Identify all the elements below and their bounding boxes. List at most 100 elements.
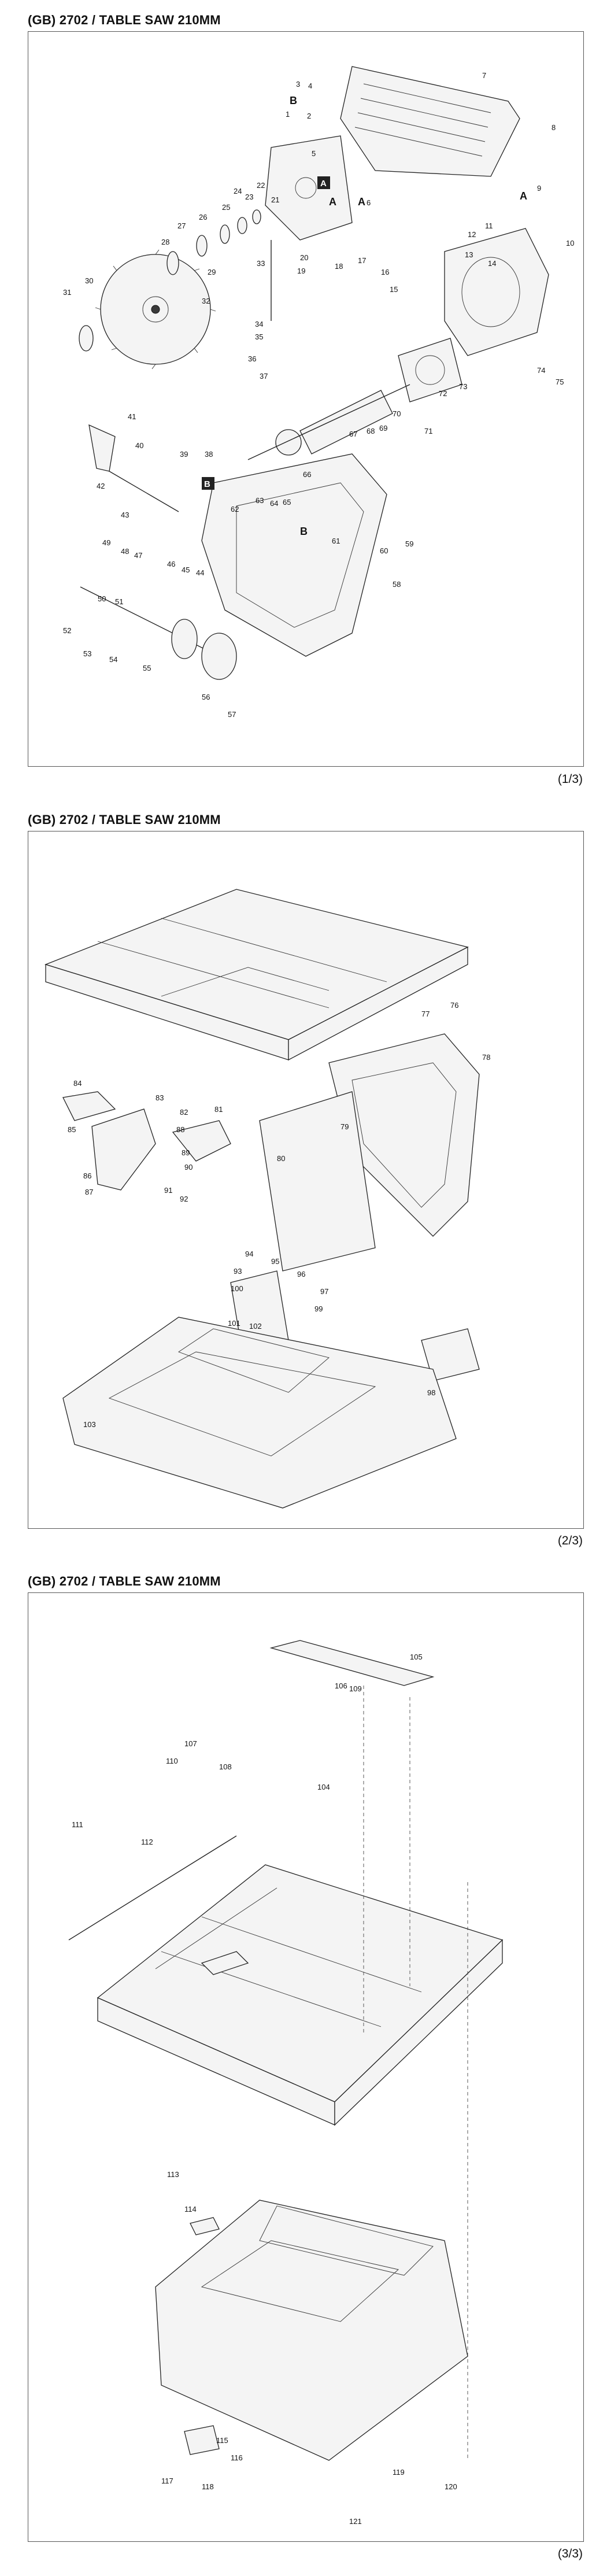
svg-text:25: 25 [222, 203, 230, 212]
switch-box [421, 1328, 480, 1381]
svg-text:60: 60 [380, 546, 388, 555]
ref-a-3: A [358, 196, 365, 208]
svg-text:37: 37 [260, 372, 268, 380]
svg-text:71: 71 [424, 427, 432, 435]
svg-text:56: 56 [202, 693, 210, 701]
svg-text:11: 11 [485, 221, 493, 230]
svg-text:19: 19 [297, 267, 305, 275]
svg-text:55: 55 [143, 664, 151, 672]
svg-text:68: 68 [367, 427, 375, 435]
svg-text:31: 31 [63, 288, 71, 297]
rail [269, 1640, 435, 1686]
svg-text:94: 94 [245, 1250, 253, 1258]
svg-text:21: 21 [271, 195, 279, 204]
svg-text:92: 92 [180, 1195, 188, 1203]
svg-text:35: 35 [255, 332, 263, 341]
svg-text:47: 47 [134, 551, 142, 560]
svg-text:33: 33 [257, 259, 265, 268]
svg-text:5: 5 [312, 149, 316, 158]
motor-housing [444, 228, 549, 356]
svg-text:79: 79 [340, 1122, 349, 1131]
svg-text:15: 15 [390, 285, 398, 294]
svg-text:14: 14 [488, 259, 496, 268]
sheet-2-title: (GB) 2702 / TABLE SAW 210MM [28, 812, 221, 827]
svg-text:49: 49 [102, 538, 110, 547]
svg-text:63: 63 [256, 496, 264, 505]
svg-text:114: 114 [184, 2205, 197, 2213]
saw-blade [95, 249, 216, 369]
svg-text:115: 115 [216, 2436, 228, 2445]
svg-text:7: 7 [482, 71, 486, 80]
svg-text:106: 106 [335, 1681, 347, 1690]
svg-text:120: 120 [445, 2482, 457, 2491]
svg-text:52: 52 [63, 626, 71, 635]
base [62, 1317, 457, 1509]
svg-text:93: 93 [234, 1267, 242, 1276]
svg-text:54: 54 [109, 655, 117, 664]
sheet-1-diagram: B A A A A B B 3 1 2 5 4 6 7 8 9 10 11 12… [28, 31, 584, 767]
blade-guard [340, 66, 520, 177]
ref-b-2: B [300, 526, 308, 537]
svg-text:82: 82 [180, 1108, 188, 1117]
svg-text:18: 18 [335, 262, 343, 271]
svg-text:62: 62 [231, 505, 239, 513]
svg-text:50: 50 [98, 594, 106, 603]
svg-text:101: 101 [228, 1319, 240, 1328]
svg-text:83: 83 [156, 1093, 164, 1102]
svg-text:34: 34 [255, 320, 263, 328]
lock-lever [88, 424, 116, 472]
ref-box-b: B [204, 479, 210, 489]
svg-text:74: 74 [537, 366, 545, 375]
svg-text:27: 27 [177, 221, 186, 230]
svg-text:78: 78 [482, 1053, 490, 1062]
base-3 [155, 2200, 468, 2461]
miter-gauge [62, 1091, 156, 1191]
svg-text:28: 28 [161, 238, 169, 246]
svg-text:89: 89 [182, 1148, 190, 1157]
svg-text:24: 24 [234, 187, 242, 195]
svg-text:118: 118 [202, 2482, 214, 2491]
svg-text:64: 64 [270, 499, 278, 508]
svg-text:85: 85 [68, 1125, 76, 1134]
svg-text:97: 97 [320, 1287, 328, 1296]
svg-text:6: 6 [367, 198, 371, 207]
svg-text:4: 4 [308, 82, 312, 90]
svg-text:26: 26 [199, 213, 207, 221]
svg-text:45: 45 [182, 566, 190, 574]
ref-a-1: A [329, 196, 336, 208]
handle [184, 2425, 220, 2455]
riving-knife [265, 135, 353, 241]
motor-field [398, 338, 462, 402]
guide-bar [68, 1835, 237, 1941]
svg-text:53: 53 [83, 649, 91, 658]
svg-text:3: 3 [296, 80, 300, 88]
svg-text:13: 13 [465, 250, 473, 259]
svg-text:80: 80 [277, 1154, 285, 1163]
svg-text:88: 88 [176, 1125, 184, 1134]
exploded-view-1: B A A A A B B 3 1 2 5 4 6 7 8 9 10 11 12… [63, 66, 574, 719]
svg-text:86: 86 [83, 1171, 91, 1180]
ref-a-2: A [520, 190, 527, 202]
svg-text:84: 84 [73, 1079, 82, 1088]
svg-text:100: 100 [231, 1284, 243, 1293]
part-numbers-1: 3 1 2 5 4 6 7 8 9 10 11 12 13 14 15 16 1… [63, 71, 574, 719]
svg-text:40: 40 [135, 441, 143, 450]
svg-text:51: 51 [115, 597, 123, 606]
svg-text:117: 117 [161, 2477, 173, 2485]
svg-text:95: 95 [271, 1257, 279, 1266]
svg-text:20: 20 [300, 253, 308, 262]
svg-text:38: 38 [205, 450, 213, 459]
svg-text:69: 69 [379, 424, 387, 433]
svg-text:17: 17 [358, 256, 366, 265]
svg-text:30: 30 [85, 276, 93, 285]
sheet-3-page-number: (3/3) [557, 2547, 583, 2560]
svg-text:99: 99 [314, 1304, 323, 1313]
part-numbers-3: 104 105 106 107 108 109 110 111 112 113 … [72, 1653, 457, 2526]
svg-text:1: 1 [286, 110, 290, 119]
svg-text:36: 36 [248, 354, 256, 363]
svg-text:8: 8 [552, 123, 556, 132]
svg-text:46: 46 [167, 560, 175, 568]
svg-text:75: 75 [556, 378, 564, 386]
main-frame [201, 453, 387, 657]
sheet-2-diagram: 76 77 78 79 80 81 82 83 84 85 86 87 88 8… [28, 831, 584, 1529]
